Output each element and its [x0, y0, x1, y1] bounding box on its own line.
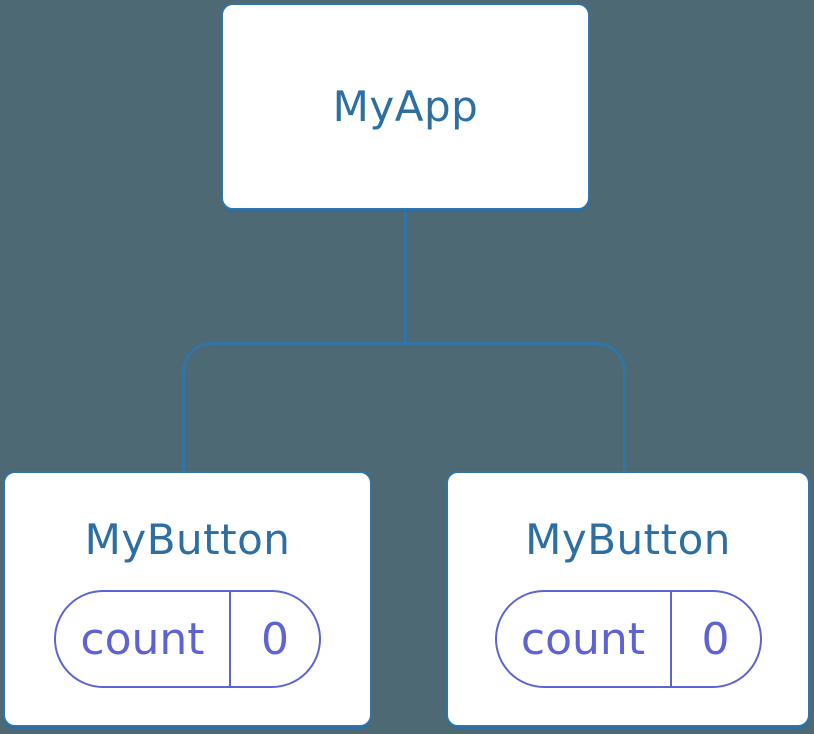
connector-bracket-line — [182, 342, 626, 474]
state-value: 0 — [701, 613, 730, 665]
state-value: 0 — [261, 613, 289, 665]
component-label: MyApp — [332, 81, 479, 131]
component-node-mybutton-left: MyButton count 0 — [3, 471, 372, 727]
component-label: MyButton — [525, 515, 731, 564]
connector-stem-line — [404, 208, 407, 344]
state-name: count — [80, 613, 205, 665]
component-node-mybutton-right: MyButton count 0 — [446, 471, 810, 727]
component-node-myapp: MyApp — [221, 3, 590, 210]
state-name: count — [520, 613, 646, 665]
state-pill: count 0 — [494, 590, 762, 688]
state-pill: count 0 — [54, 590, 321, 688]
pill-divider — [669, 592, 672, 686]
component-label: MyButton — [84, 515, 291, 564]
pill-divider — [229, 592, 231, 686]
